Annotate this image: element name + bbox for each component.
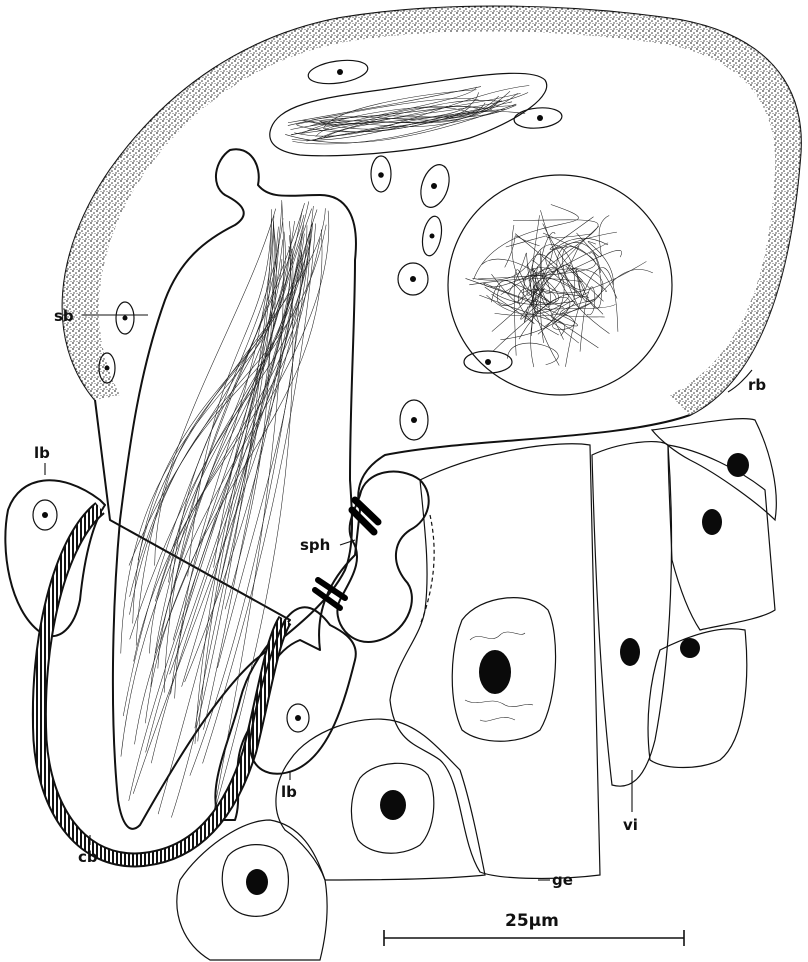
round-body-fiber bbox=[513, 220, 598, 281]
label-sph: sph bbox=[300, 536, 330, 554]
nucleus-cell bbox=[400, 400, 428, 440]
label-vi: vi bbox=[623, 816, 638, 834]
cell-large-2 bbox=[276, 719, 485, 880]
sperm-fiber bbox=[175, 215, 274, 698]
round-body-fiber bbox=[533, 304, 615, 335]
round-body-fiber bbox=[576, 268, 653, 301]
label-lb-lower: lb bbox=[281, 783, 297, 801]
round-body bbox=[448, 175, 672, 395]
round-body-fiber bbox=[557, 226, 621, 273]
scale-bar-label: 25μm bbox=[505, 911, 559, 931]
label-lb-upper: lb bbox=[34, 444, 50, 462]
vitelline-cells bbox=[592, 419, 776, 787]
nucleus-cell bbox=[116, 302, 134, 334]
sperm-fiber bbox=[145, 230, 322, 724]
scale-bar: 25μm bbox=[384, 911, 684, 946]
sperm-fiber bbox=[133, 234, 305, 624]
label-sb: sb bbox=[54, 307, 74, 325]
nucleus-cell bbox=[416, 161, 454, 211]
nucleus-cell bbox=[398, 263, 428, 295]
fiber-bundle bbox=[270, 73, 547, 156]
sperm-fiber bbox=[169, 259, 282, 620]
round-body-fibers bbox=[465, 205, 652, 368]
label-cb: cb bbox=[78, 848, 98, 866]
sperm-bag bbox=[113, 149, 356, 829]
sperm-fiber bbox=[121, 225, 304, 757]
sperm-fiber bbox=[173, 209, 302, 640]
round-body-fiber bbox=[541, 232, 646, 293]
nucleus-cell bbox=[513, 106, 563, 130]
sperm-fibers bbox=[121, 200, 329, 818]
nucleus-cell bbox=[307, 57, 369, 87]
cell-large-1 bbox=[390, 444, 600, 879]
sperm-fiber bbox=[130, 223, 313, 597]
bundle-fibers bbox=[285, 85, 529, 144]
round-body-fiber bbox=[550, 217, 617, 250]
label-rb: rb bbox=[748, 376, 766, 394]
sperm-fiber bbox=[149, 238, 320, 653]
nucleus-cell bbox=[420, 215, 445, 258]
sperm-fiber bbox=[203, 224, 312, 730]
nucleus-cell bbox=[371, 156, 391, 192]
label-ge: ge bbox=[552, 871, 573, 889]
sphincter bbox=[315, 472, 434, 642]
